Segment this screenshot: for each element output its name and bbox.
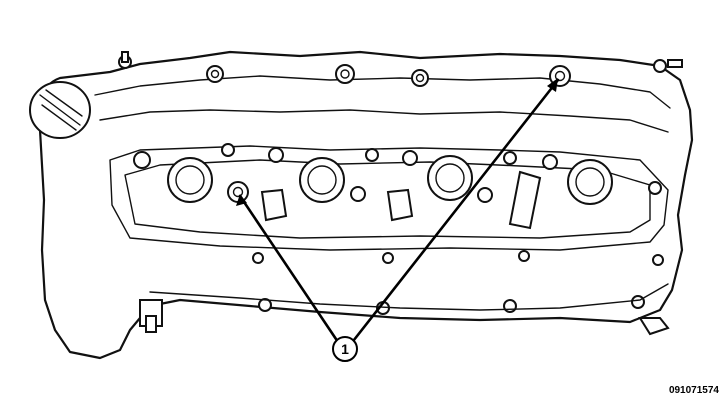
top-rail [94, 75, 671, 109]
coil-tray-inner [124, 159, 651, 239]
coil-tray-outline [109, 145, 669, 251]
callout-circle [332, 336, 358, 362]
pcv-fitting [139, 299, 163, 333]
leader-line-left [238, 194, 342, 347]
lower-flange [149, 283, 669, 311]
cover-bolts [133, 143, 664, 315]
callout-number: 1 [341, 341, 349, 357]
indicated-bolt-left [227, 181, 249, 203]
rear-fitting [638, 317, 670, 336]
figure-id: 091071574 [668, 385, 719, 396]
leader-line-right [348, 78, 560, 347]
arrowhead-left [236, 194, 247, 206]
oil-filler-cap [29, 81, 91, 139]
valve-cover-outline [37, 50, 694, 360]
arrowhead-right [547, 78, 558, 92]
spark-plug-bosses [167, 155, 613, 205]
coil-connectors [260, 170, 542, 230]
top-rail-lower [99, 109, 669, 133]
